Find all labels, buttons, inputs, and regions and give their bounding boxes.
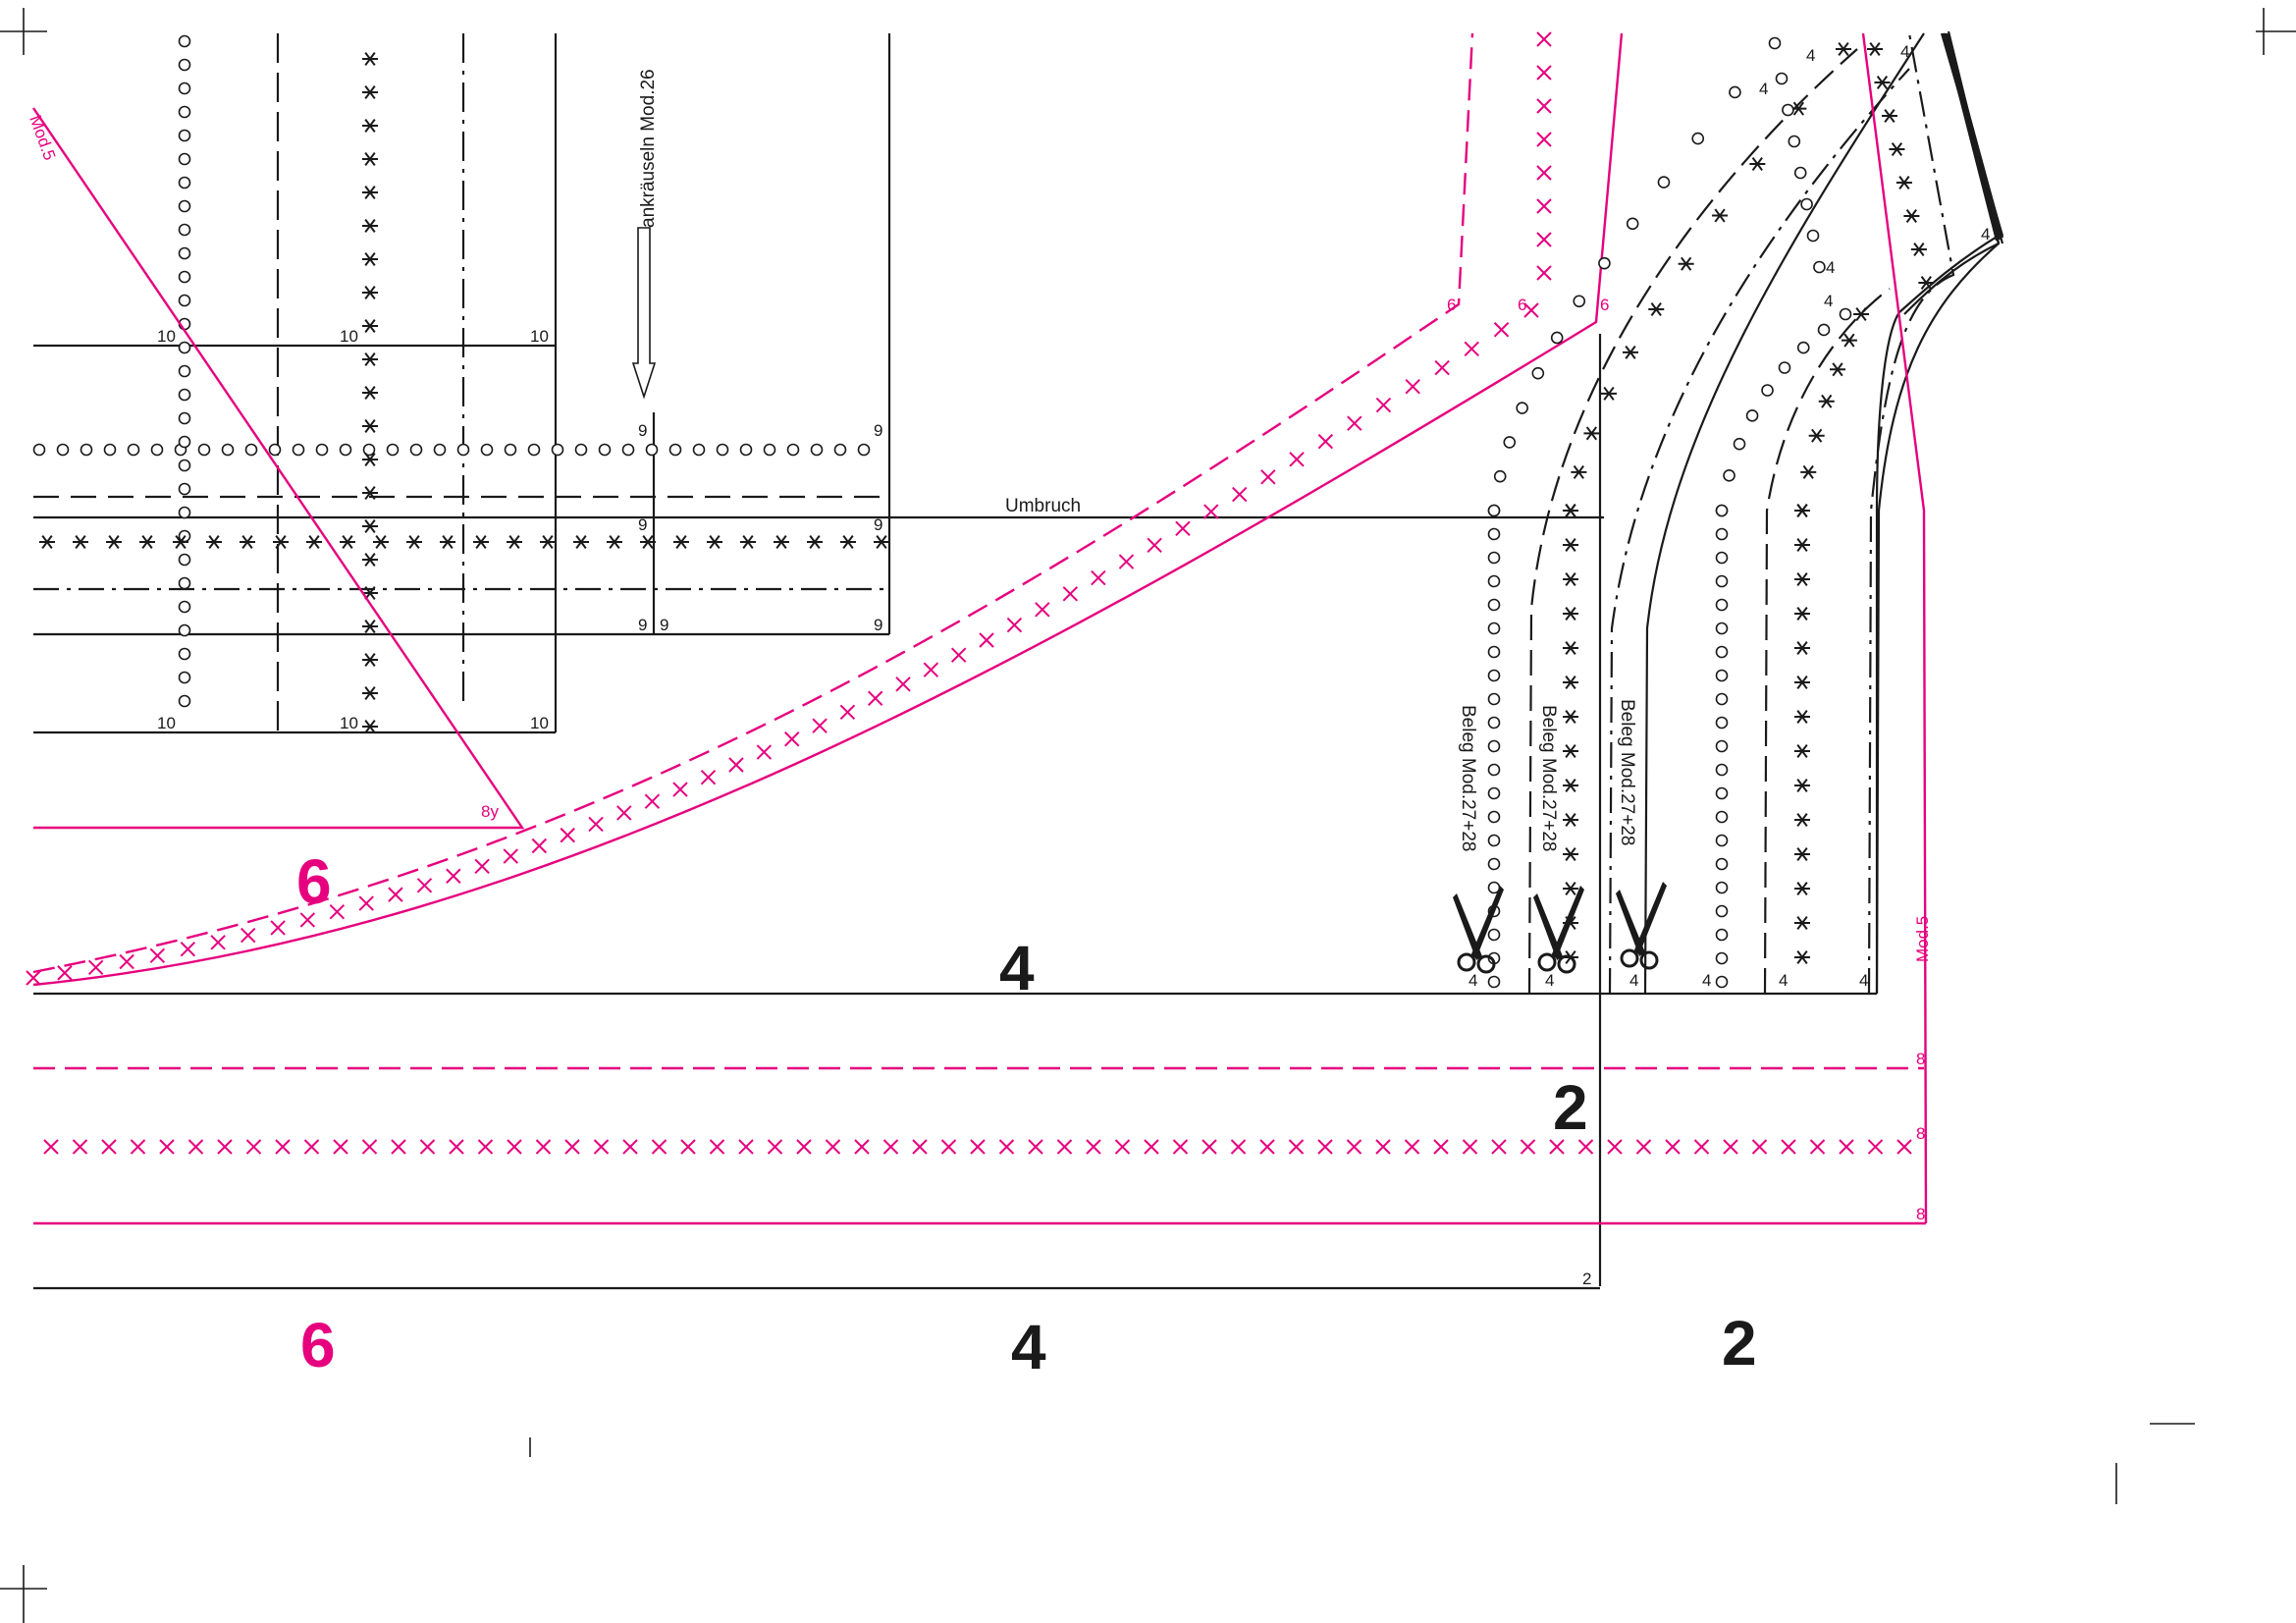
mark-8-a: 8	[1916, 1050, 1925, 1068]
pink-x-curve	[26, 31, 1552, 986]
mark-6-b: 6	[1518, 296, 1526, 314]
mark-4-b: 4	[1545, 971, 1554, 990]
mark-4-f: 4	[1859, 971, 1868, 990]
star-line-column	[362, 52, 378, 733]
mark-4-k: 4	[1826, 258, 1835, 277]
mark-4-i: 4	[1806, 46, 1815, 65]
label-mod5-right: Mod.5	[1913, 916, 1932, 962]
mark-10-d: 10	[157, 714, 176, 732]
size-two-mid: 2	[1553, 1072, 1588, 1143]
mark-4-d: 4	[1702, 971, 1711, 990]
mod5-triangle: Mod.5 8y	[26, 107, 525, 830]
mark-9-c: 9	[638, 515, 647, 534]
mark-10-a: 10	[157, 327, 176, 346]
size-six-lower: 6	[300, 1310, 336, 1380]
size-four-lower: 4	[1011, 1312, 1046, 1382]
mark-10-b: 10	[340, 327, 358, 346]
pink-curves: 6 6 6	[26, 31, 1624, 987]
scissors-icon	[1531, 884, 1586, 974]
facing-curves: Beleg Mod.27+28 Beleg Mod.27+28 Beleg Mo…	[1451, 30, 2004, 1286]
mark-9-f: 9	[660, 616, 668, 634]
scissors-icon	[1614, 880, 1669, 970]
size-four-upper: 4	[999, 933, 1035, 1003]
mark-4-h: 4	[1824, 292, 1833, 310]
pink-side-seam: Mod.5	[1861, 32, 1932, 1224]
mark-4-e: 4	[1779, 971, 1788, 990]
mark-10-f: 10	[530, 714, 549, 732]
mark-4-c: 4	[1629, 971, 1638, 990]
circle-line-column	[178, 34, 191, 708]
label-beleg-3: Beleg Mod.27+28	[1617, 699, 1637, 845]
size-two-lower: 2	[1722, 1308, 1757, 1379]
mark-8-c: 8	[1916, 1205, 1925, 1223]
mark-4-l: 4	[1900, 42, 1909, 61]
mark-4-a: 4	[1468, 971, 1477, 990]
hem-lines: 8 8 8 2	[33, 992, 1926, 1290]
mark-6-c: 6	[1600, 296, 1609, 314]
label-beleg-1: Beleg Mod.27+28	[1458, 705, 1478, 851]
mark-9-a: 9	[638, 421, 647, 440]
mark-4-j: 4	[1759, 80, 1768, 98]
mark-4-g: 4	[1981, 225, 1990, 243]
pink-x-row	[43, 1139, 1912, 1155]
size-numbers: 6 4 2 6 4 2	[296, 846, 1757, 1382]
mark-9-e: 9	[638, 616, 647, 634]
size-six-upper: 6	[296, 846, 332, 917]
label-beleg-2: Beleg Mod.27+28	[1538, 705, 1559, 851]
label-ankraeuseln: ankräuseln Mod.26	[638, 69, 659, 228]
label-umbruch: Umbruch	[1005, 496, 1081, 516]
mark-9-g: 9	[874, 616, 882, 634]
label-8y: 8y	[481, 802, 499, 821]
mark-9-b: 9	[874, 421, 882, 440]
crop-marks	[0, 8, 2296, 1623]
mark-2-a: 2	[1582, 1270, 1591, 1288]
mark-10-e: 10	[340, 714, 358, 732]
star-line-row	[39, 535, 889, 549]
mark-8-b: 8	[1916, 1124, 1925, 1143]
circle-line-row	[32, 443, 871, 457]
bodice-block: ankräuseln Mod.26 10 10 10 10 10 10 9 9 …	[32, 33, 1604, 734]
mark-9-d: 9	[874, 515, 882, 534]
gather-arrow	[631, 227, 657, 400]
mark-10-c: 10	[530, 327, 549, 346]
mark-6-a: 6	[1447, 296, 1456, 314]
